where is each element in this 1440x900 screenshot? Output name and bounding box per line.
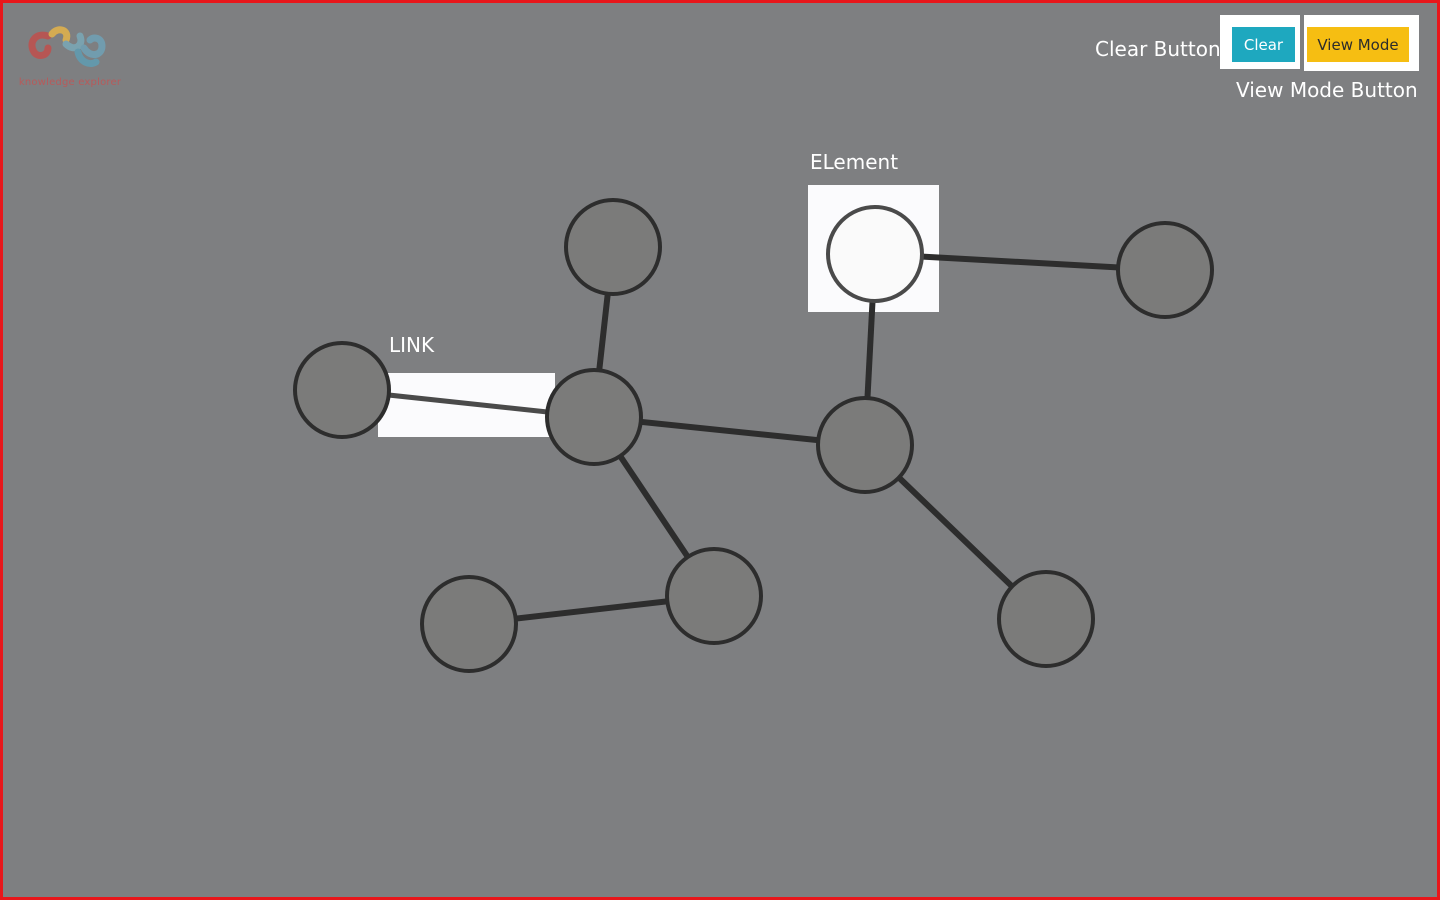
logo-text: knowledge explorer xyxy=(18,77,122,88)
graph-node-n5[interactable] xyxy=(1116,221,1214,319)
knowledge-explorer-logo: knowledge explorer xyxy=(18,22,128,92)
graph-node-n3[interactable] xyxy=(545,368,643,466)
view-mode-button[interactable]: View Mode xyxy=(1307,27,1409,62)
graph-node-n8[interactable] xyxy=(420,575,518,673)
graph-node-n2[interactable] xyxy=(564,198,662,296)
graph-nodes xyxy=(293,198,1214,673)
logo-icon xyxy=(28,26,106,68)
clear-button-annotation: Clear Button xyxy=(1095,37,1221,61)
graph-node-n9[interactable] xyxy=(997,570,1095,668)
element-annotation: ELement xyxy=(810,150,899,174)
link-annotation: LINK xyxy=(389,333,435,357)
graph-node-n7[interactable] xyxy=(665,547,763,645)
view-mode-button-annotation: View Mode Button xyxy=(1236,78,1418,102)
clear-button[interactable]: Clear xyxy=(1232,27,1295,62)
graph-node-n1[interactable] xyxy=(293,341,391,439)
graph-node-n4[interactable] xyxy=(826,205,924,303)
graph-node-n6[interactable] xyxy=(816,396,914,494)
